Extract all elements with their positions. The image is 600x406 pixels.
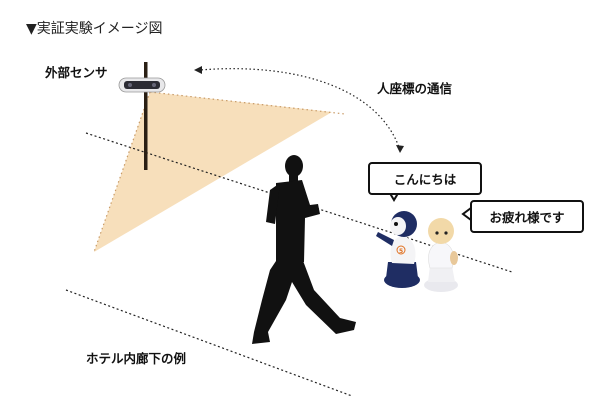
robot-badge-number: 5 (399, 248, 403, 255)
arrowhead-left-icon (194, 66, 202, 74)
corridor-example-label: ホテル内廊下の例 (86, 351, 187, 366)
external-sensor-label: 外部センサ (45, 65, 108, 80)
external-sensor-icon (118, 77, 166, 93)
page-title: ▼実証実験イメージ図 (26, 21, 163, 37)
robot-blue (376, 211, 420, 288)
walking-person-silhouette (252, 155, 356, 344)
coordinate-comm-label: 人座標の通信 (377, 81, 453, 96)
sensor-pole (144, 62, 148, 170)
cone-edge-left (93, 91, 151, 253)
robot-white (424, 218, 458, 292)
cone-edge-top (149, 91, 346, 115)
speech-bubble-hello: こんにちは (368, 162, 482, 195)
arrowhead-down-icon (396, 145, 404, 153)
corridor-line-lower (65, 289, 353, 397)
sensor-field-cone (94, 92, 332, 252)
speech-bubble-otsukare: お疲れ様です (470, 200, 584, 233)
